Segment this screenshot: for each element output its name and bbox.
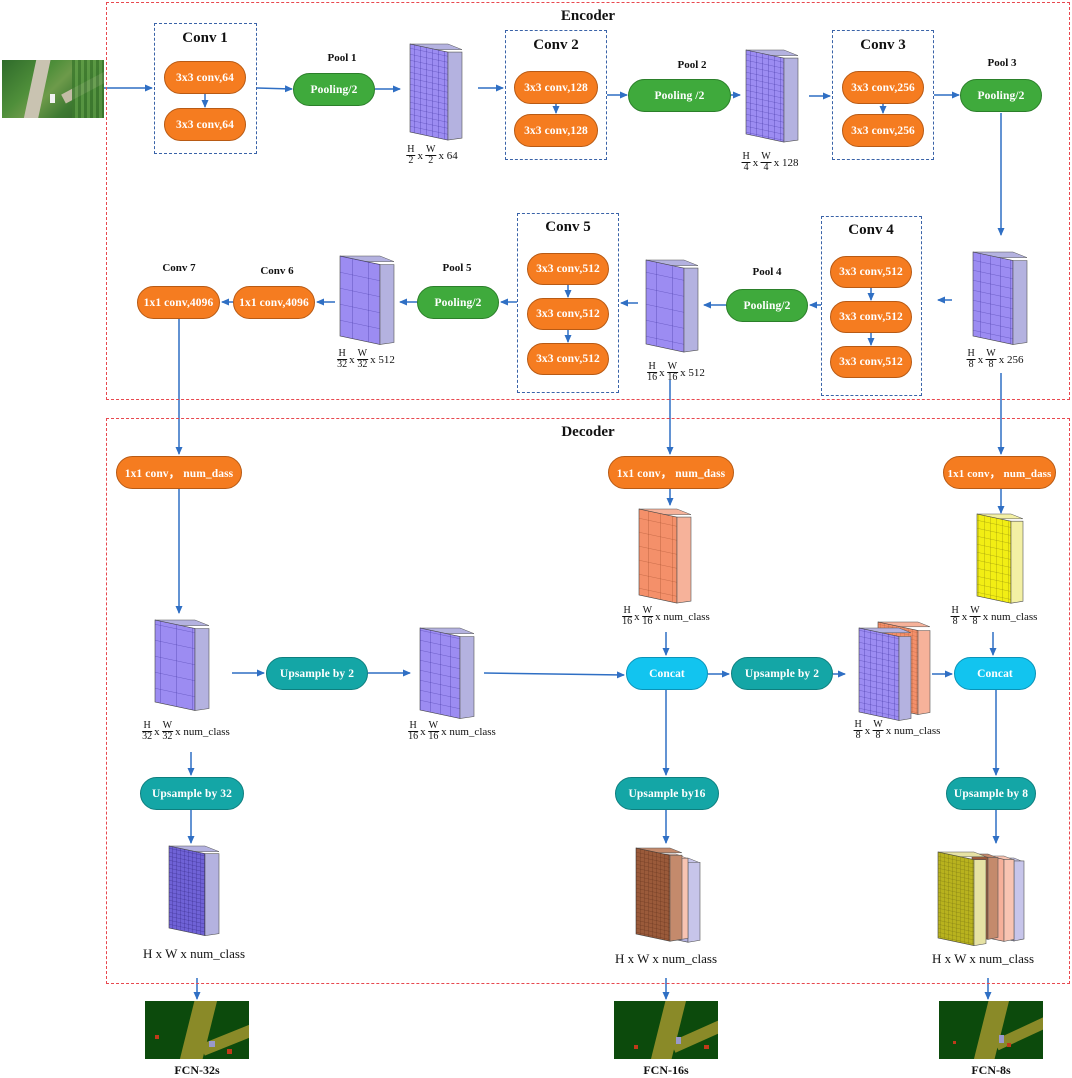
conv6-block: 1x1 conv,4096: [233, 286, 315, 319]
pool3-block: Pooling/2: [960, 79, 1042, 112]
decoder-title: Decoder: [561, 424, 615, 440]
conv5-layer-2: 3x3 conv,512: [527, 298, 609, 330]
conv7-title: Conv 7: [162, 262, 196, 274]
feature-map-h16-class-score: [638, 508, 692, 604]
full-dim-mid: H x W x num_class: [614, 951, 718, 966]
pool5-block: Pooling/2: [417, 286, 499, 319]
concat-mid: Concat: [626, 657, 708, 690]
score-conv-mid: 1x1 conv， num_dass: [608, 456, 734, 489]
arrow-conv1-to-pool1: [256, 85, 293, 93]
conv1-title: Conv 1: [182, 30, 228, 46]
pool5-title: Pool 5: [442, 262, 472, 274]
conv7-block: 1x1 conv,4096: [137, 286, 220, 319]
pool1-title: Pool 1: [327, 52, 357, 64]
conv4-group: [821, 216, 922, 396]
output-map-fcn32s: [168, 845, 220, 937]
score-conv-left: 1x1 conv， num_dass: [116, 456, 242, 489]
pool2-title: Pool 2: [677, 59, 707, 71]
feature-map-h8-class-purple-front: [858, 627, 912, 721]
conv5-layer-1: 3x3 conv,512: [527, 253, 609, 285]
input-aerial-image: [2, 60, 104, 118]
conv2-group: [505, 30, 607, 160]
fcn32s-output-image: [145, 1001, 249, 1059]
fcn32s-label: FCN-32s: [174, 1063, 220, 1077]
upsample-by-32: Upsample by 32: [140, 777, 244, 810]
fcn16s-output-image: [614, 1001, 718, 1059]
feature-map-blocks: [154, 43, 1028, 947]
pool2-block: Pooling /2: [628, 79, 731, 112]
score-conv-right: 1x1 conv， num_dass: [943, 456, 1056, 489]
conv4-layer-2: 3x3 conv,512: [830, 301, 912, 333]
conv4-layer-3: 3x3 conv,512: [830, 346, 912, 378]
conv3-layer-2: 3x3 conv,256: [842, 114, 924, 147]
conv1-layer-1: 3x3 conv,64: [164, 61, 246, 94]
pool1-block: Pooling/2: [293, 73, 375, 106]
upsample-by-2-first: Upsample by 2: [266, 657, 368, 690]
feature-map-h8-256: [972, 251, 1028, 345]
full-dim-right: H x W x num_class: [931, 951, 1035, 966]
feature-map-h32-class: [154, 619, 210, 711]
concat-right: Concat: [954, 657, 1036, 690]
feature-map-h16-class-upsampled: [419, 627, 475, 719]
conv1-group: [154, 23, 257, 154]
upsample-by-8: Upsample by 8: [946, 777, 1036, 810]
feature-map-h32-512: [339, 255, 395, 345]
conv4-title: Conv 4: [848, 222, 894, 238]
conv5-title: Conv 5: [545, 219, 591, 235]
feature-map-h2-64: [409, 43, 463, 141]
arrow-fm16-to-concat: [483, 671, 625, 679]
conv2-layer-2: 3x3 conv,128: [514, 114, 598, 147]
feature-map-h8-class-score: [976, 513, 1024, 604]
conv3-group: [832, 30, 934, 160]
pool4-block: Pooling/2: [726, 289, 808, 322]
output-map-fcn8s-front: [937, 851, 987, 947]
conv5-group: [517, 213, 619, 393]
pool4-title: Pool 4: [752, 266, 782, 278]
pool3-title: Pool 3: [987, 57, 1017, 69]
conv4-layer-1: 3x3 conv,512: [830, 256, 912, 288]
conv1-layer-2: 3x3 conv,64: [164, 108, 246, 141]
conv2-title: Conv 2: [533, 37, 579, 53]
output-map-fcn16s-front: [635, 847, 683, 942]
fcn8s-label: FCN-8s: [971, 1063, 1011, 1077]
feature-map-h16-512: [645, 259, 699, 353]
conv3-layer-1: 3x3 conv,256: [842, 71, 924, 104]
decoder-box: [106, 418, 1070, 984]
conv5-layer-3: 3x3 conv,512: [527, 343, 609, 375]
conv2-layer-1: 3x3 conv,128: [514, 71, 598, 104]
fcn8s-output-image: [939, 1001, 1043, 1059]
encoder-title: Encoder: [560, 8, 616, 24]
full-dim-left: H x W x num_class: [142, 946, 246, 961]
fcn16s-label: FCN-16s: [643, 1063, 689, 1077]
encoder-box: [106, 2, 1070, 400]
upsample-by-16: Upsample by16: [615, 777, 719, 810]
conv6-title: Conv 6: [260, 265, 294, 277]
upsample-by-2-second: Upsample by 2: [731, 657, 833, 690]
flow-arrows: [104, 84, 1005, 1000]
conv3-title: Conv 3: [860, 37, 906, 53]
feature-map-h4-128: [745, 49, 799, 143]
